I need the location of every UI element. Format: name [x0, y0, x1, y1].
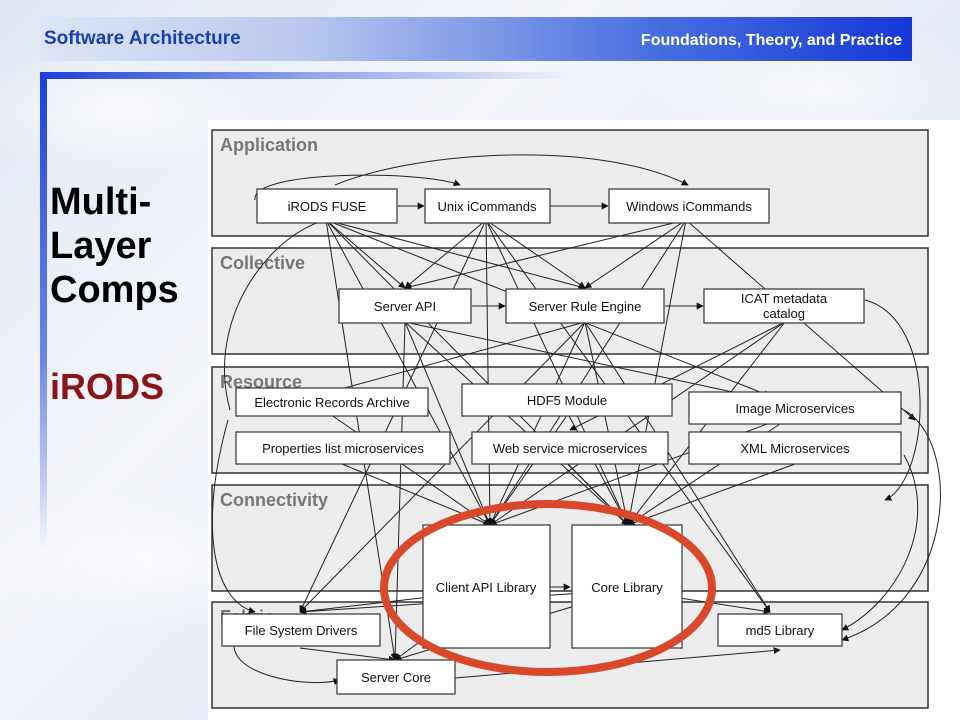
component-label: HDF5 Module — [527, 393, 607, 408]
component-label: Windows iCommands — [626, 199, 752, 214]
component-label: Client API Library — [436, 580, 537, 595]
component-client-api: Client API Library — [422, 524, 551, 649]
slide-title: Multi- Layer Comps — [50, 180, 179, 312]
component-label: Electronic Records Archive — [254, 395, 409, 410]
book-subtitle: Foundations, Theory, and Practice — [640, 32, 902, 49]
component-core-library: Core Library — [571, 524, 683, 649]
component-label: Server API — [374, 299, 436, 314]
component-era: Electronic Records Archive — [235, 387, 429, 417]
slide-subtitle: iRODS — [50, 366, 165, 407]
component-fuse: iRODS FUSE — [256, 188, 398, 224]
component-label: XML Microservices — [740, 441, 850, 456]
component-label: md5 Library — [746, 623, 815, 638]
component-md5: md5 Library — [717, 613, 843, 647]
component-label: Image Microservices — [735, 401, 855, 416]
layer-title: Collective — [220, 253, 305, 273]
component-server-api: Server API — [338, 288, 472, 324]
component-label: ICAT metadata — [741, 291, 828, 306]
component-label: Unix iCommands — [438, 199, 537, 214]
component-label: Server Core — [361, 670, 431, 685]
architecture-diagram: Application Collective Resource Connecti… — [208, 120, 960, 720]
component-label: Server Rule Engine — [529, 299, 642, 314]
slide-title-line: Multi- — [50, 181, 152, 223]
slide-title-line: Comps — [50, 269, 179, 311]
component-unix: Unix iCommands — [424, 188, 551, 224]
component-fs-drivers: File System Drivers — [221, 613, 381, 647]
component-rule-engine: Server Rule Engine — [505, 288, 665, 324]
component-label: catalog — [763, 306, 805, 321]
layer-title: Resource — [220, 372, 302, 392]
component-props: Properties list microservices — [235, 431, 451, 465]
accent-line-horizontal — [40, 72, 580, 79]
component-windows: Windows iCommands — [608, 188, 770, 224]
highlight-ellipse — [380, 500, 716, 676]
component-hdf5: HDF5 Module — [461, 383, 673, 417]
accent-line-vertical — [40, 72, 47, 552]
component-xml: XML Microservices — [688, 431, 902, 465]
header-bar — [40, 17, 912, 61]
layer-title: Application — [220, 135, 318, 155]
component-websvc: Web service microservices — [471, 431, 669, 465]
component-image: Image Microservices — [688, 391, 902, 425]
component-server-core: Server Core — [336, 659, 456, 695]
component-label: Web service microservices — [493, 441, 648, 456]
component-icat: ICAT metadata catalog — [703, 288, 865, 324]
slide-title-line: Layer — [50, 225, 152, 267]
component-label: iRODS FUSE — [288, 199, 367, 214]
layer-title: Connectivity — [220, 490, 328, 510]
component-label: Core Library — [591, 580, 663, 595]
component-label: File System Drivers — [245, 623, 358, 638]
diagram-canvas: Application Collective Resource Connecti… — [211, 129, 941, 709]
course-title: Software Architecture — [44, 28, 241, 49]
component-label: Properties list microservices — [262, 441, 424, 456]
